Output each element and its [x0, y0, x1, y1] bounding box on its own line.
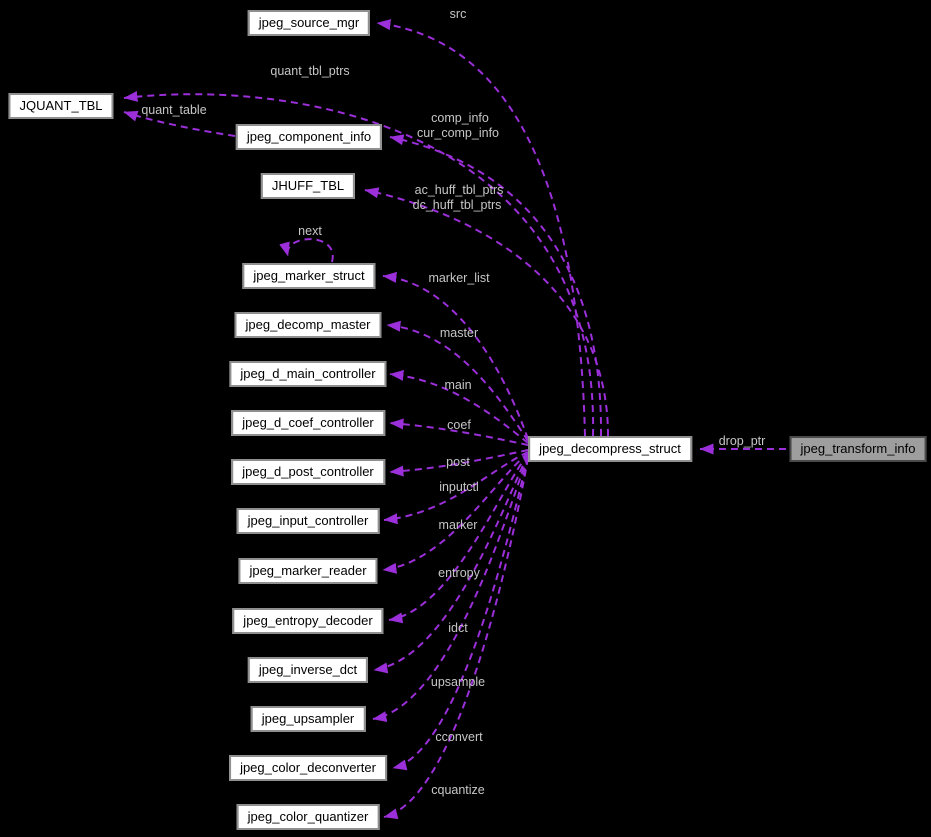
- edge-inputctl: [383, 451, 529, 525]
- node-jpeg-component-info[interactable]: jpeg_component_info: [235, 124, 383, 150]
- edge-label-coef: coef: [447, 418, 471, 432]
- edge-label-next: next: [298, 224, 322, 238]
- edge-label-cur-comp-info: cur_comp_info: [417, 126, 499, 140]
- edge-label-entropy: entropy: [438, 566, 480, 580]
- edge-label-dc-huff-tbl-ptrs: dc_huff_tbl_ptrs: [412, 198, 502, 212]
- edge-cconvert: [392, 456, 529, 771]
- node-jpeg-marker-reader[interactable]: jpeg_marker_reader: [238, 558, 378, 584]
- node-jpeg-decompress-struct[interactable]: jpeg_decompress_struct: [528, 436, 692, 462]
- edge-huff-tbl-ptrs: [364, 187, 609, 437]
- node-jpeg-marker-struct[interactable]: jpeg_marker_struct: [242, 263, 376, 289]
- edge-next-self-loop: [279, 238, 334, 263]
- edge-label-cconvert: cconvert: [435, 730, 483, 744]
- edge-label-quant-table: quant_table: [141, 103, 207, 117]
- edge-cquantize: [383, 457, 529, 820]
- edge-label-marker: marker: [438, 518, 478, 532]
- edge-entropy: [388, 453, 529, 624]
- node-jpeg-decomp-master[interactable]: jpeg_decomp_master: [234, 312, 382, 338]
- edge-label-quant-tbl-ptrs: quant_tbl_ptrs: [270, 64, 350, 78]
- edge-label-ac-huff-tbl-ptrs: ac_huff_tbl_ptrs: [414, 183, 504, 197]
- edge-label-post: post: [446, 455, 470, 469]
- node-jpeg-color-quantizer[interactable]: jpeg_color_quantizer: [236, 804, 380, 830]
- node-jpeg-color-deconverter[interactable]: jpeg_color_deconverter: [229, 755, 387, 781]
- edge-comp-info: [389, 134, 603, 437]
- edge-upsample: [372, 455, 529, 723]
- edge-idct: [373, 454, 529, 674]
- edge-label-marker-list: marker_list: [428, 271, 490, 285]
- edge-label-inputctl: inputctl: [439, 480, 479, 494]
- edge-coef: [389, 418, 529, 446]
- edge-src: [376, 19, 586, 437]
- edge-marker: [382, 452, 529, 574]
- node-jpeg-d-coef-controller[interactable]: jpeg_d_coef_controller: [231, 410, 385, 436]
- edge-main: [389, 369, 529, 444]
- node-jpeg-inverse-dct[interactable]: jpeg_inverse_dct: [247, 657, 369, 683]
- edge-label-comp-info: comp_info: [431, 111, 489, 125]
- edge-label-drop-ptr: drop_ptr: [718, 434, 766, 448]
- edge-post: [389, 449, 529, 477]
- edge-label-main: main: [444, 378, 472, 392]
- node-jpeg-transform-info: jpeg_transform_info: [789, 436, 927, 462]
- edge-label-cquantize: cquantize: [431, 783, 485, 797]
- node-jpeg-source-mgr[interactable]: jpeg_source_mgr: [247, 10, 371, 36]
- edge-marker-list: [382, 271, 529, 440]
- node-jpeg-d-post-controller[interactable]: jpeg_d_post_controller: [231, 459, 385, 485]
- edge-label-idct: idct: [448, 621, 468, 635]
- edge-label-upsample: upsample: [430, 675, 486, 689]
- node-jpeg-d-main-controller[interactable]: jpeg_d_main_controller: [229, 361, 387, 387]
- node-jquant-tbl[interactable]: JQUANT_TBL: [8, 93, 114, 119]
- node-jhuff-tbl[interactable]: JHUFF_TBL: [260, 173, 356, 199]
- edge-label-src: src: [449, 7, 467, 21]
- node-jpeg-input-controller[interactable]: jpeg_input_controller: [236, 508, 380, 534]
- node-jpeg-entropy-decoder[interactable]: jpeg_entropy_decoder: [232, 608, 384, 634]
- edge-quant-table: [123, 110, 236, 137]
- edge-label-master: master: [439, 326, 479, 340]
- node-jpeg-upsampler[interactable]: jpeg_upsampler: [250, 706, 366, 732]
